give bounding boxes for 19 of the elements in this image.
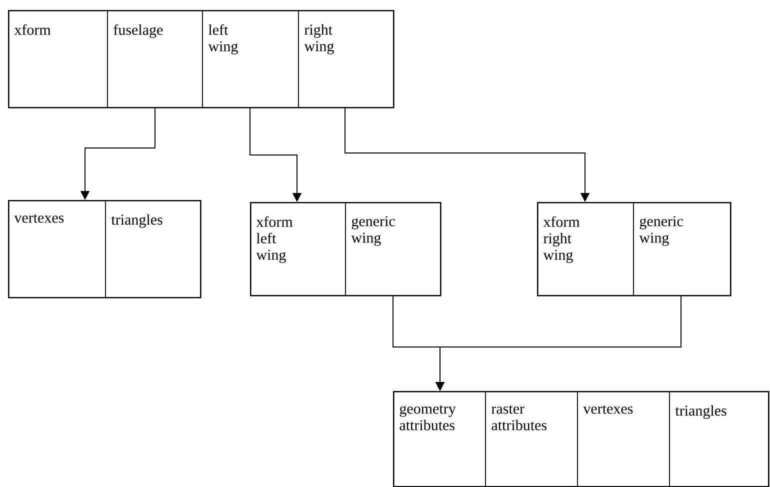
- record-field: generic wing: [345, 202, 441, 296]
- record-field: raster attributes: [485, 391, 578, 487]
- record-box: [8, 200, 202, 298]
- record-box: [8, 10, 394, 108]
- record-field: right wing: [298, 10, 394, 108]
- record-field: vertexes: [577, 391, 670, 487]
- record-field: xform left wing: [250, 202, 346, 296]
- record-field: xform right wing: [537, 202, 634, 296]
- record-box: [537, 202, 732, 296]
- record-field: left wing: [202, 10, 299, 108]
- record-field: triangles: [105, 200, 201, 298]
- record-field: generic wing: [633, 202, 731, 296]
- record-field: xform: [8, 10, 108, 108]
- record-field: fuselage: [107, 10, 203, 108]
- record-box: [393, 391, 770, 487]
- record-field: geometry attributes: [393, 391, 486, 487]
- record-box: [250, 202, 442, 296]
- record-field: triangles: [669, 391, 769, 487]
- record-field: vertexes: [8, 200, 106, 298]
